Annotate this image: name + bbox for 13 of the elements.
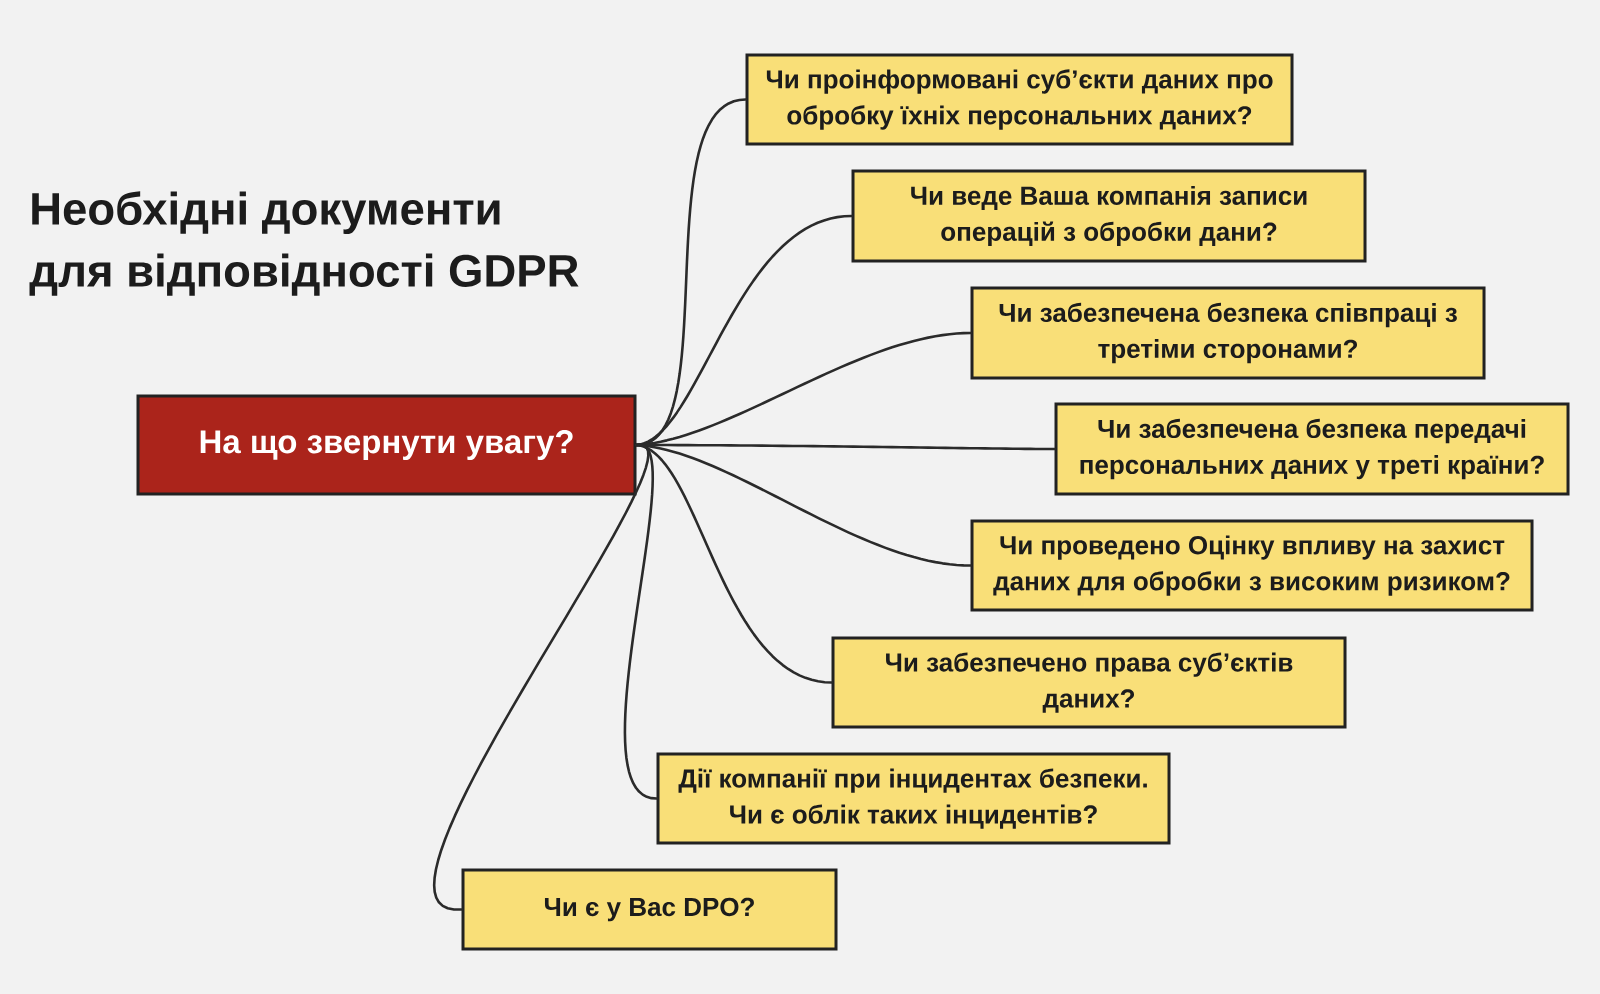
question-box: Чи проінформовані суб’єкти даних про обробку їхніх персональних даних?: [745, 53, 1294, 146]
question-box: Чи забезпечена безпека співпраці з третіми сторонами?: [970, 286, 1486, 380]
question-box: Чи є у Вас DPO?: [461, 868, 838, 951]
topic-box: На що звернути увагу?: [136, 394, 637, 496]
connector-line: [432, 443, 650, 911]
question-box: Чи забезпечена безпека передачі персональних даних у треті країни?: [1054, 402, 1570, 496]
question-box: Чи проведено Оцінку впливу на захист даних для обробки з високим ризиком?: [970, 519, 1534, 612]
question-box: Чи веде Ваша компанія записи операцій з обробки дани?: [851, 169, 1367, 263]
connector-line: [635, 443, 833, 684]
question-box: Чи забезпечено права суб’єктів даних?: [831, 636, 1347, 729]
question-box: Дії компанії при інцидентах безпеки. Чи є облік таких інцидентів?: [656, 752, 1171, 845]
connector-line: [623, 443, 658, 800]
diagram-title: Необхідні документи для відповідності GDPR: [29, 191, 579, 296]
